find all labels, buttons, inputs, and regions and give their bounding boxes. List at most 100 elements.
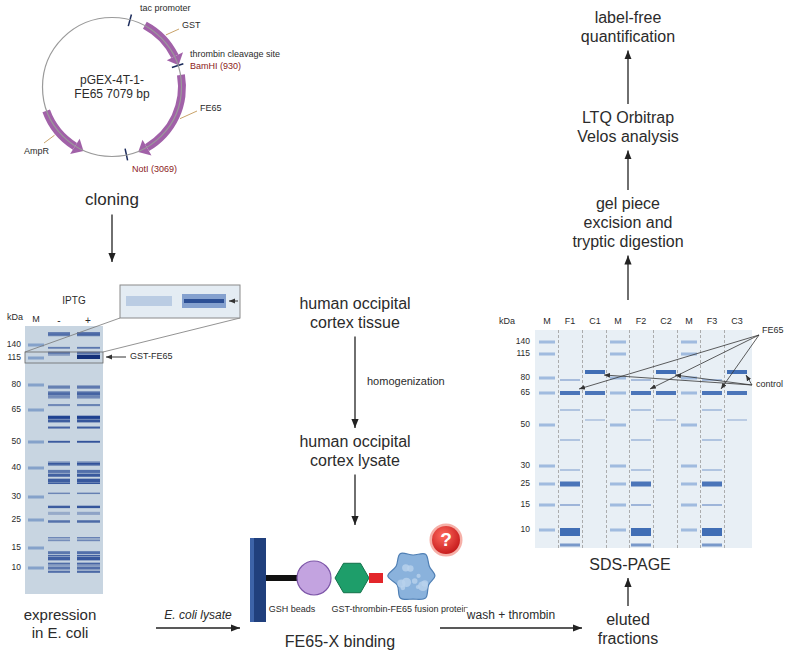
- protein-band: [585, 370, 605, 374]
- process-step: label-free quantification: [560, 4, 696, 50]
- marker-band: [539, 353, 555, 356]
- inset-band: [184, 299, 224, 303]
- protein-band: [48, 571, 70, 573]
- marker-band: [28, 409, 44, 412]
- marker-band: [539, 341, 555, 344]
- plasmid-circle: [43, 18, 182, 157]
- edge-label: wash + thrombin: [465, 608, 557, 622]
- protein-band: [48, 563, 70, 566]
- marker-band: [28, 357, 44, 360]
- pointer-arrow: [106, 357, 126, 358]
- zoom-line: [103, 318, 240, 352]
- protein-band: [48, 520, 70, 522]
- process-step: cloning: [67, 186, 157, 214]
- protein-band: [48, 332, 70, 335]
- protein-band: [656, 391, 676, 395]
- figure-label: 50: [521, 420, 530, 429]
- figure-label: 65: [521, 388, 530, 397]
- protein-texture: [418, 581, 428, 591]
- figure-label: tac promoter: [140, 4, 191, 14]
- protein-band: [560, 482, 580, 487]
- protein-band: [48, 385, 70, 388]
- flow-arrow: [354, 474, 355, 525]
- step-text: SDS-PAGE: [589, 555, 671, 574]
- lane-divider: [724, 330, 725, 548]
- lane-divider: [629, 330, 630, 548]
- figure-label: 140: [516, 337, 530, 346]
- flow-arrow: [354, 336, 355, 428]
- figure-label: kDa: [499, 317, 515, 327]
- marker-band: [28, 496, 44, 499]
- protein-band: [48, 483, 70, 484]
- figure-label: 15: [12, 543, 21, 552]
- process-step: eluted fractions: [582, 606, 674, 652]
- gel: [535, 330, 752, 548]
- protein-band: [77, 463, 100, 466]
- protein-band: [48, 470, 70, 473]
- protein-band: [48, 427, 70, 429]
- protein-band: [727, 391, 747, 395]
- flow-arrow: [627, 578, 628, 606]
- figure-label: 25: [521, 479, 530, 488]
- protein-band: [631, 544, 651, 547]
- marker-band: [610, 353, 626, 356]
- figure-label: F1: [565, 317, 576, 327]
- figure-label: C2: [660, 317, 672, 327]
- gel-inset: [120, 285, 240, 318]
- step-text: FE65-X binding: [285, 632, 395, 651]
- protein-band: [702, 391, 722, 395]
- figure-label: AmpR: [24, 147, 49, 157]
- expression-gel: [25, 285, 240, 594]
- protein-band: [77, 396, 100, 399]
- figure-label: control: [756, 380, 783, 390]
- protein-band: [48, 555, 70, 556]
- marker-band: [539, 483, 555, 486]
- protein-band: [77, 355, 100, 359]
- marker-band: [681, 483, 697, 486]
- figure-label: FE65: [200, 104, 222, 114]
- figure-label: GST-thrombin-FE65 fusion protein: [331, 605, 468, 615]
- lane-divider: [582, 330, 583, 548]
- figure-label: C3: [731, 317, 743, 327]
- marker-band: [610, 341, 626, 344]
- question-glow: [431, 525, 461, 555]
- figure-label: 30: [12, 492, 21, 501]
- protein-band: [702, 409, 722, 411]
- marker-band: [539, 424, 555, 427]
- protein-band: [48, 416, 70, 417]
- protein-band: [77, 385, 100, 388]
- protein-band: [77, 566, 100, 569]
- figure-label: 30: [521, 461, 530, 470]
- marker-band: [539, 465, 555, 468]
- protein-band: [631, 391, 651, 395]
- figure-label: 140: [7, 340, 21, 349]
- figure-label: BamHI (930): [190, 62, 241, 72]
- step-text: gel piece excision and tryptic digestion: [557, 194, 699, 252]
- protein-band: [702, 504, 722, 506]
- step-text: label-free quantification: [564, 8, 692, 46]
- figure-label: kDa: [7, 313, 23, 323]
- pointer-arrow: [229, 301, 238, 302]
- binding-figure: FE65-X binding: [240, 525, 440, 655]
- protein-band: [656, 419, 676, 421]
- protein-band: [77, 506, 100, 508]
- protein-band: [77, 555, 100, 556]
- figure-label: M: [614, 317, 622, 327]
- marker-band: [681, 465, 697, 468]
- protein-band: [48, 396, 70, 399]
- protein-band: [48, 512, 70, 515]
- protein-band: [560, 544, 580, 547]
- protein-band: [77, 537, 100, 538]
- marker-band: [28, 441, 44, 444]
- marker-band: [539, 377, 555, 380]
- protein-band: [631, 379, 651, 381]
- gene-arc: [145, 74, 186, 151]
- figure-label: GST: [182, 21, 201, 31]
- marker-band: [681, 529, 697, 532]
- protein-band: [48, 551, 70, 554]
- protein-band: [48, 392, 70, 396]
- protein-band: [77, 416, 100, 419]
- protein-band: [560, 469, 580, 471]
- flow-arrow: [440, 627, 582, 628]
- step-text: expression in E. coli: [8, 606, 112, 642]
